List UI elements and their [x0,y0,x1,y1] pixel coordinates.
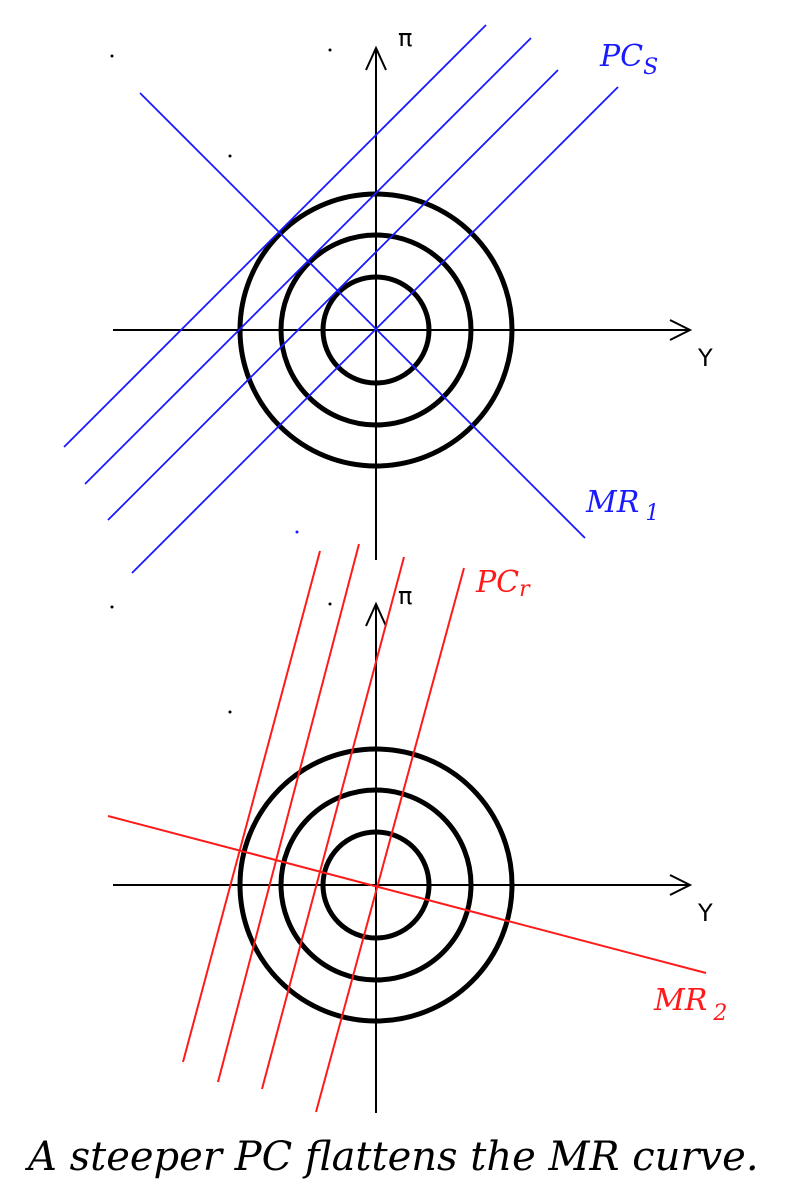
pc-curve [315,567,465,1113]
pc-label: PCS [599,39,658,80]
stray-dot [110,54,114,58]
indifference-circle-inner [320,274,432,386]
stray-dot [328,602,332,606]
pc-curve [217,543,360,1083]
pc-curve [131,86,619,574]
indifference-circle-middle [278,232,474,428]
x-axis-arrowhead [669,319,693,341]
y-axis-arrowhead [365,601,387,627]
pc-curve [261,556,405,1090]
mr-curve [139,92,586,539]
stray-dot [328,48,332,52]
stray-dot [228,154,232,158]
x-axis-label: Y [697,344,713,372]
pc-curve [182,550,321,1063]
pc-curve [107,69,559,521]
indifference-circle-middle [278,787,474,983]
y-axis-label: π [398,24,412,52]
pc-label: PCr [475,565,531,602]
y-axis-arrowhead [365,45,387,71]
x-axis-label: Y [697,899,713,927]
pc-curve [63,24,487,448]
stray-dot [228,710,232,714]
stray-dot [110,605,114,609]
indifference-circle-outer [237,746,515,1024]
x-axis-arrowhead [669,874,693,896]
stray-dot [295,530,299,534]
mr-curve [107,815,707,974]
y-axis-label: π [398,582,412,610]
caption: A steeper PC flattens the MR curve. [24,1134,759,1180]
indifference-circle-inner [320,829,432,941]
